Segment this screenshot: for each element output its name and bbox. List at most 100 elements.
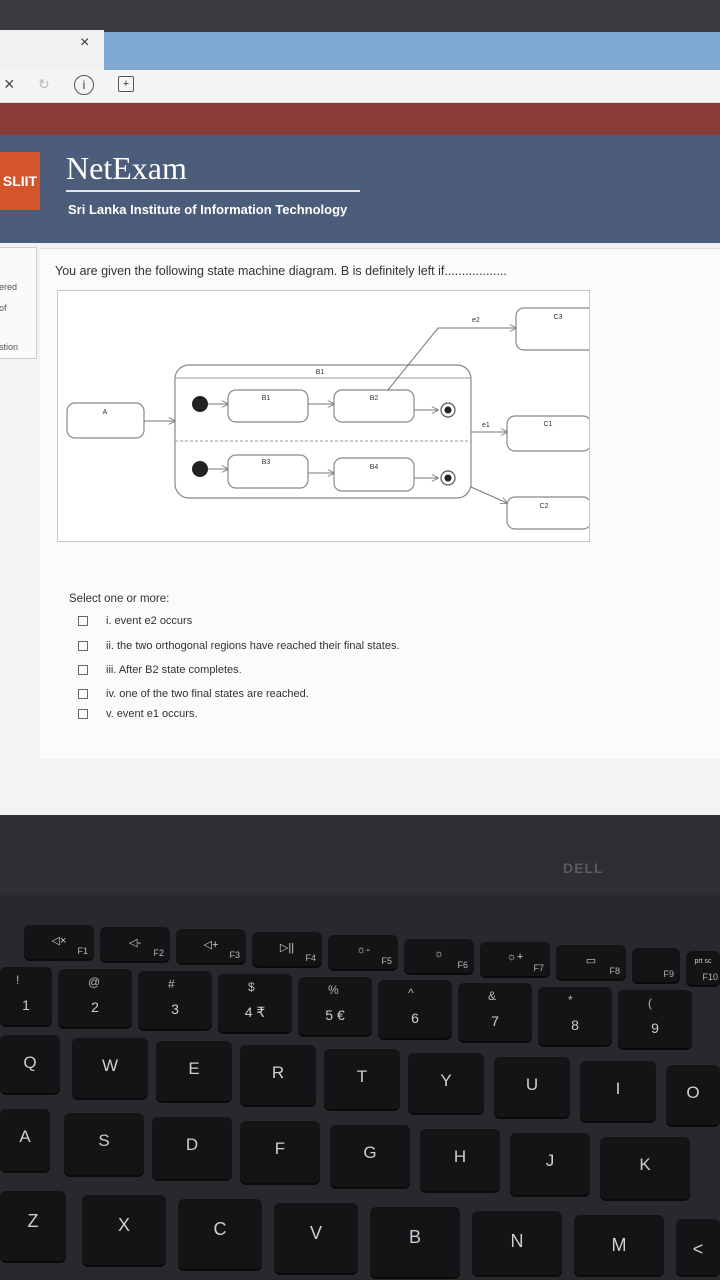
- key-f8[interactable]: ▭F8: [556, 945, 626, 979]
- key-v-label: V: [309, 1223, 322, 1243]
- state-diagram-svg: B1 A B1 B2 B3 B4 C3: [66, 307, 600, 530]
- key-h[interactable]: H: [420, 1129, 500, 1191]
- key-c-label: C: [213, 1219, 227, 1239]
- key-o[interactable]: O: [666, 1065, 720, 1125]
- tab-close-icon[interactable]: ×: [80, 34, 90, 51]
- key-f5[interactable]: ☼-F5: [328, 935, 398, 969]
- key-f6-sub: F6: [457, 960, 468, 970]
- answer-checkbox-4[interactable]: [78, 689, 88, 699]
- key-6-main: 6: [411, 1010, 419, 1026]
- key-5[interactable]: %5 €: [298, 977, 372, 1035]
- state-b4-label: B4: [370, 464, 379, 471]
- key-w[interactable]: W: [72, 1038, 148, 1098]
- key-2[interactable]: @2: [58, 969, 132, 1027]
- key-f9[interactable]: F9: [632, 948, 680, 982]
- key-q[interactable]: Q: [0, 1035, 60, 1093]
- answer-option-2[interactable]: ii. the two orthogonal regions have reac…: [78, 640, 400, 652]
- key-n[interactable]: N: [472, 1211, 562, 1275]
- state-b3: [227, 454, 309, 489]
- state-a-label: A: [103, 409, 108, 416]
- key-t[interactable]: T: [324, 1049, 400, 1109]
- answer-option-4[interactable]: iv. one of the two final states are reac…: [78, 688, 309, 700]
- key-v[interactable]: V: [274, 1203, 358, 1273]
- browser-nav-bar: [0, 70, 720, 103]
- key-e[interactable]: E: [156, 1041, 232, 1101]
- answer-label-1: i. event e2 occurs: [106, 615, 193, 627]
- stop-loading-icon[interactable]: ×: [4, 74, 15, 94]
- key-f3-glyph: ◁+: [203, 939, 219, 951]
- key-f10-glyph: prt sc: [694, 958, 712, 965]
- key-w-label: W: [101, 1056, 119, 1075]
- dell-logo: DELL: [563, 860, 604, 876]
- key-r-label: R: [271, 1063, 285, 1082]
- key-a-label: A: [19, 1127, 31, 1146]
- answer-option-5[interactable]: v. event e1 occurs.: [78, 708, 198, 720]
- key-m[interactable]: M: [574, 1215, 664, 1275]
- key-6[interactable]: ^6: [378, 980, 452, 1038]
- answer-checkbox-2[interactable]: [78, 641, 88, 651]
- key-f2[interactable]: ◁-F2: [100, 927, 170, 961]
- sliit-logo[interactable]: SLIIT: [0, 152, 40, 210]
- keyboard: ◁×F1 ◁-F2 ◁+F3 ▷||F4 ☼-F5 ☼F6 ☼+F7 ▭F8 F…: [0, 895, 720, 1280]
- key-a[interactable]: A: [0, 1109, 50, 1171]
- key-y-label: Y: [440, 1071, 452, 1090]
- brand-divider: [66, 190, 360, 192]
- key-d[interactable]: D: [152, 1117, 232, 1179]
- key-u[interactable]: U: [494, 1057, 570, 1117]
- state-b2: [333, 389, 415, 423]
- key-f5-glyph: ☼-: [356, 944, 370, 956]
- key-comma[interactable]: <: [676, 1219, 720, 1275]
- state-b1: [227, 389, 309, 423]
- key-1[interactable]: !1: [0, 967, 52, 1025]
- key-g[interactable]: G: [330, 1125, 410, 1187]
- key-f6[interactable]: ☼F6: [404, 939, 474, 973]
- key-r[interactable]: R: [240, 1045, 316, 1105]
- save-page-icon[interactable]: +: [118, 76, 134, 92]
- key-z[interactable]: Z: [0, 1191, 66, 1261]
- laptop-bezel: [0, 815, 720, 895]
- answer-option-1[interactable]: i. event e2 occurs: [78, 615, 192, 627]
- state-b2-label: B2: [370, 395, 379, 402]
- key-7[interactable]: &7: [458, 983, 532, 1041]
- key-f[interactable]: F: [240, 1121, 320, 1183]
- browser-tab[interactable]: [0, 30, 104, 70]
- answer-option-3[interactable]: iii. After B2 state completes.: [78, 664, 242, 676]
- key-4[interactable]: $4 ₹: [218, 974, 292, 1032]
- key-f8-sub: F8: [609, 966, 620, 976]
- key-g-label: G: [363, 1143, 377, 1162]
- key-f7[interactable]: ☼+F7: [480, 942, 550, 976]
- site-info-icon[interactable]: i: [74, 75, 94, 95]
- key-2-main: 2: [91, 999, 99, 1015]
- key-j[interactable]: J: [510, 1133, 590, 1195]
- key-f1[interactable]: ◁×F1: [24, 925, 94, 959]
- answer-label-3: iii. After B2 state completes.: [106, 664, 242, 676]
- key-t-label: T: [356, 1067, 368, 1086]
- key-3[interactable]: #3: [138, 971, 212, 1029]
- key-9[interactable]: (9: [618, 990, 692, 1048]
- key-1-main: 1: [22, 997, 30, 1013]
- key-i[interactable]: I: [580, 1061, 656, 1121]
- key-y[interactable]: Y: [408, 1053, 484, 1113]
- key-m-label: M: [611, 1235, 627, 1255]
- answer-checkbox-3[interactable]: [78, 665, 88, 675]
- reload-icon[interactable]: ↻: [38, 76, 50, 92]
- key-8[interactable]: *8: [538, 987, 612, 1045]
- key-4-shift: $: [248, 980, 255, 994]
- key-x[interactable]: X: [82, 1195, 166, 1265]
- key-f3[interactable]: ◁+F3: [176, 929, 246, 963]
- key-u-label: U: [525, 1075, 539, 1094]
- key-b[interactable]: B: [370, 1207, 460, 1277]
- key-c[interactable]: C: [178, 1199, 262, 1269]
- key-7-main: 7: [491, 1013, 499, 1029]
- state-c3-label: C3: [554, 314, 563, 321]
- window-top-bar: [0, 0, 720, 36]
- answer-checkbox-1[interactable]: [78, 616, 88, 626]
- key-f-label: F: [274, 1139, 286, 1158]
- key-f4[interactable]: ▷||F4: [252, 932, 322, 966]
- key-k[interactable]: K: [600, 1137, 690, 1199]
- key-s[interactable]: S: [64, 1113, 144, 1175]
- answer-checkbox-5[interactable]: [78, 709, 88, 719]
- site-brand-title[interactable]: NetExam: [66, 150, 187, 186]
- key-5-shift: %: [328, 983, 339, 997]
